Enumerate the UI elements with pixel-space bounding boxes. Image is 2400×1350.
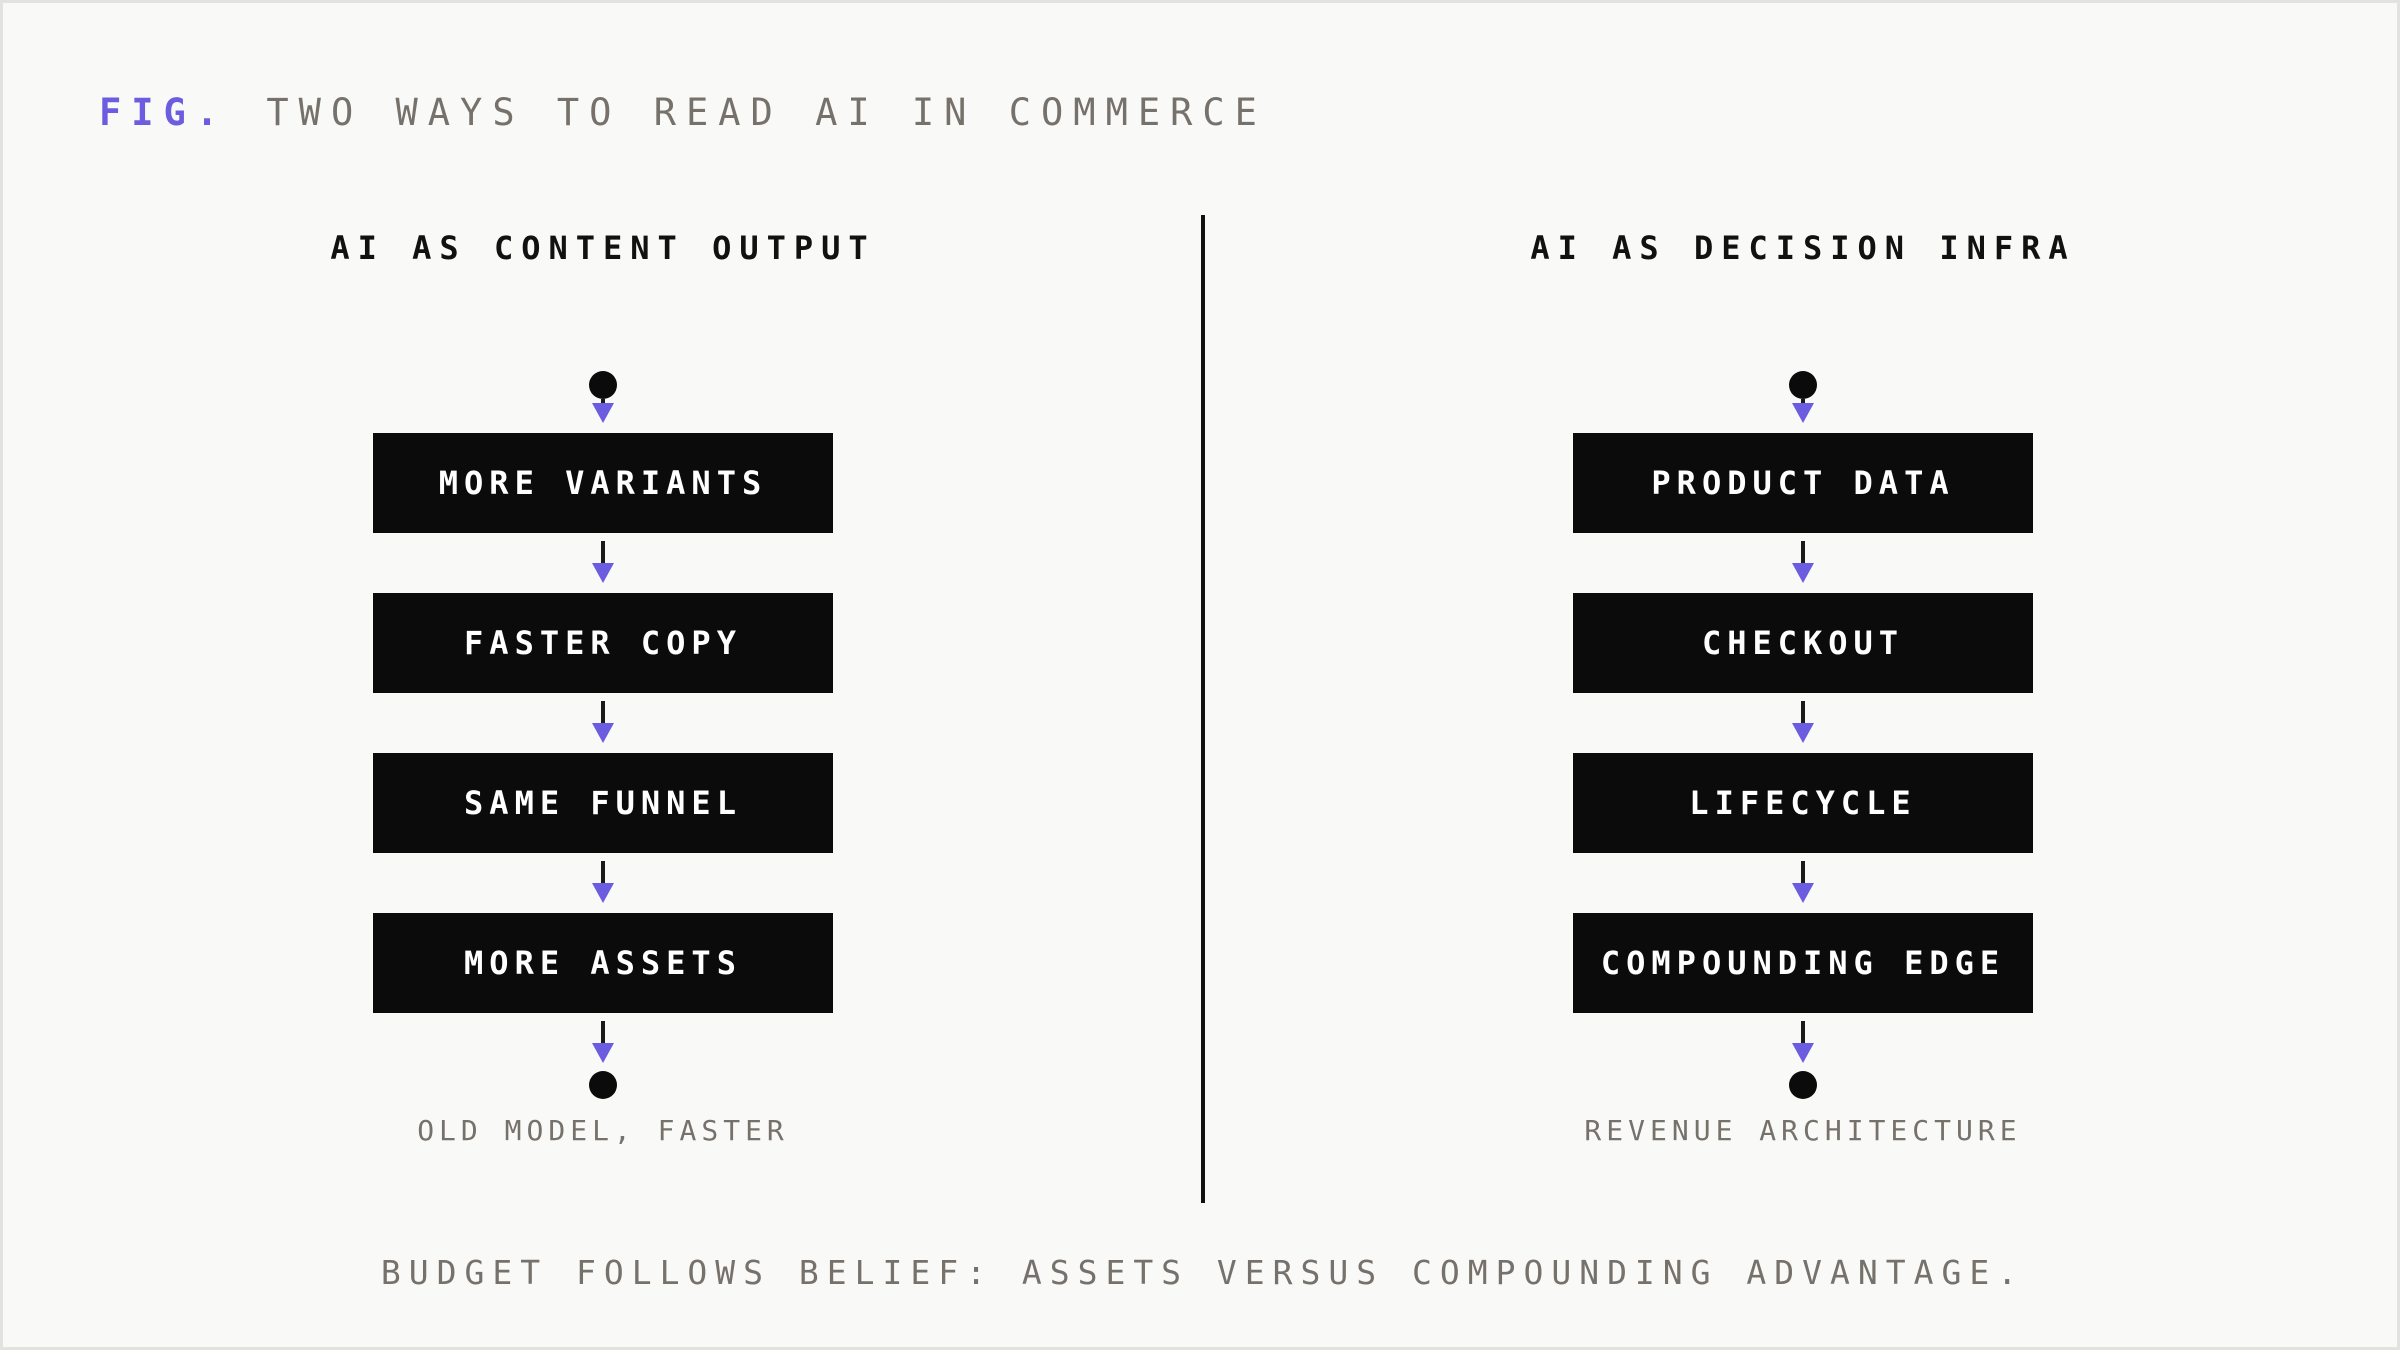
step-compounding-edge: COMPOUNDING EDGE	[1573, 913, 2033, 1013]
step-checkout: CHECKOUT	[1573, 593, 2033, 693]
flow-arrow	[589, 1021, 617, 1065]
start-node	[1789, 371, 1817, 399]
end-node	[589, 1071, 617, 1099]
column-title-decision-infra: AI AS DECISION INFRA	[1530, 229, 2076, 267]
column-title-content-output: AI AS CONTENT OUTPUT	[330, 229, 876, 267]
flow-arrow	[1789, 861, 1817, 905]
flow-arrow	[1789, 1021, 1817, 1065]
flow-arrow	[1789, 541, 1817, 585]
column-divider	[1201, 215, 1205, 1203]
flow-arrow	[589, 861, 617, 905]
caption-old-model: OLD MODEL, FASTER	[417, 1114, 789, 1147]
footer-note: BUDGET FOLLOWS BELIEF: ASSETS VERSUS COM…	[380, 1253, 2026, 1292]
step-more-variants: MORE VARIANTS	[373, 433, 833, 533]
flow-arrow	[589, 399, 617, 425]
step-lifecycle: LIFECYCLE	[1573, 753, 2033, 853]
end-node	[1789, 1071, 1817, 1099]
step-product-data: PRODUCT DATA	[1573, 433, 2033, 533]
step-same-funnel: SAME FUNNEL	[373, 753, 833, 853]
flow-arrow	[589, 701, 617, 745]
flow-arrow	[589, 541, 617, 585]
figure-title: FIG. TWO WAYS TO READ AI IN COMMERCE	[99, 89, 1267, 137]
step-faster-copy: FASTER COPY	[373, 593, 833, 693]
flow-arrow	[1789, 399, 1817, 425]
figure-title-text: TWO WAYS TO READ AI IN COMMERCE	[266, 91, 1267, 134]
step-more-assets: MORE ASSETS	[373, 913, 833, 1013]
flow-arrow	[1789, 701, 1817, 745]
caption-revenue-architecture: REVENUE ARCHITECTURE	[1584, 1114, 2022, 1147]
start-node	[589, 371, 617, 399]
figure-label: FIG.	[99, 91, 229, 134]
